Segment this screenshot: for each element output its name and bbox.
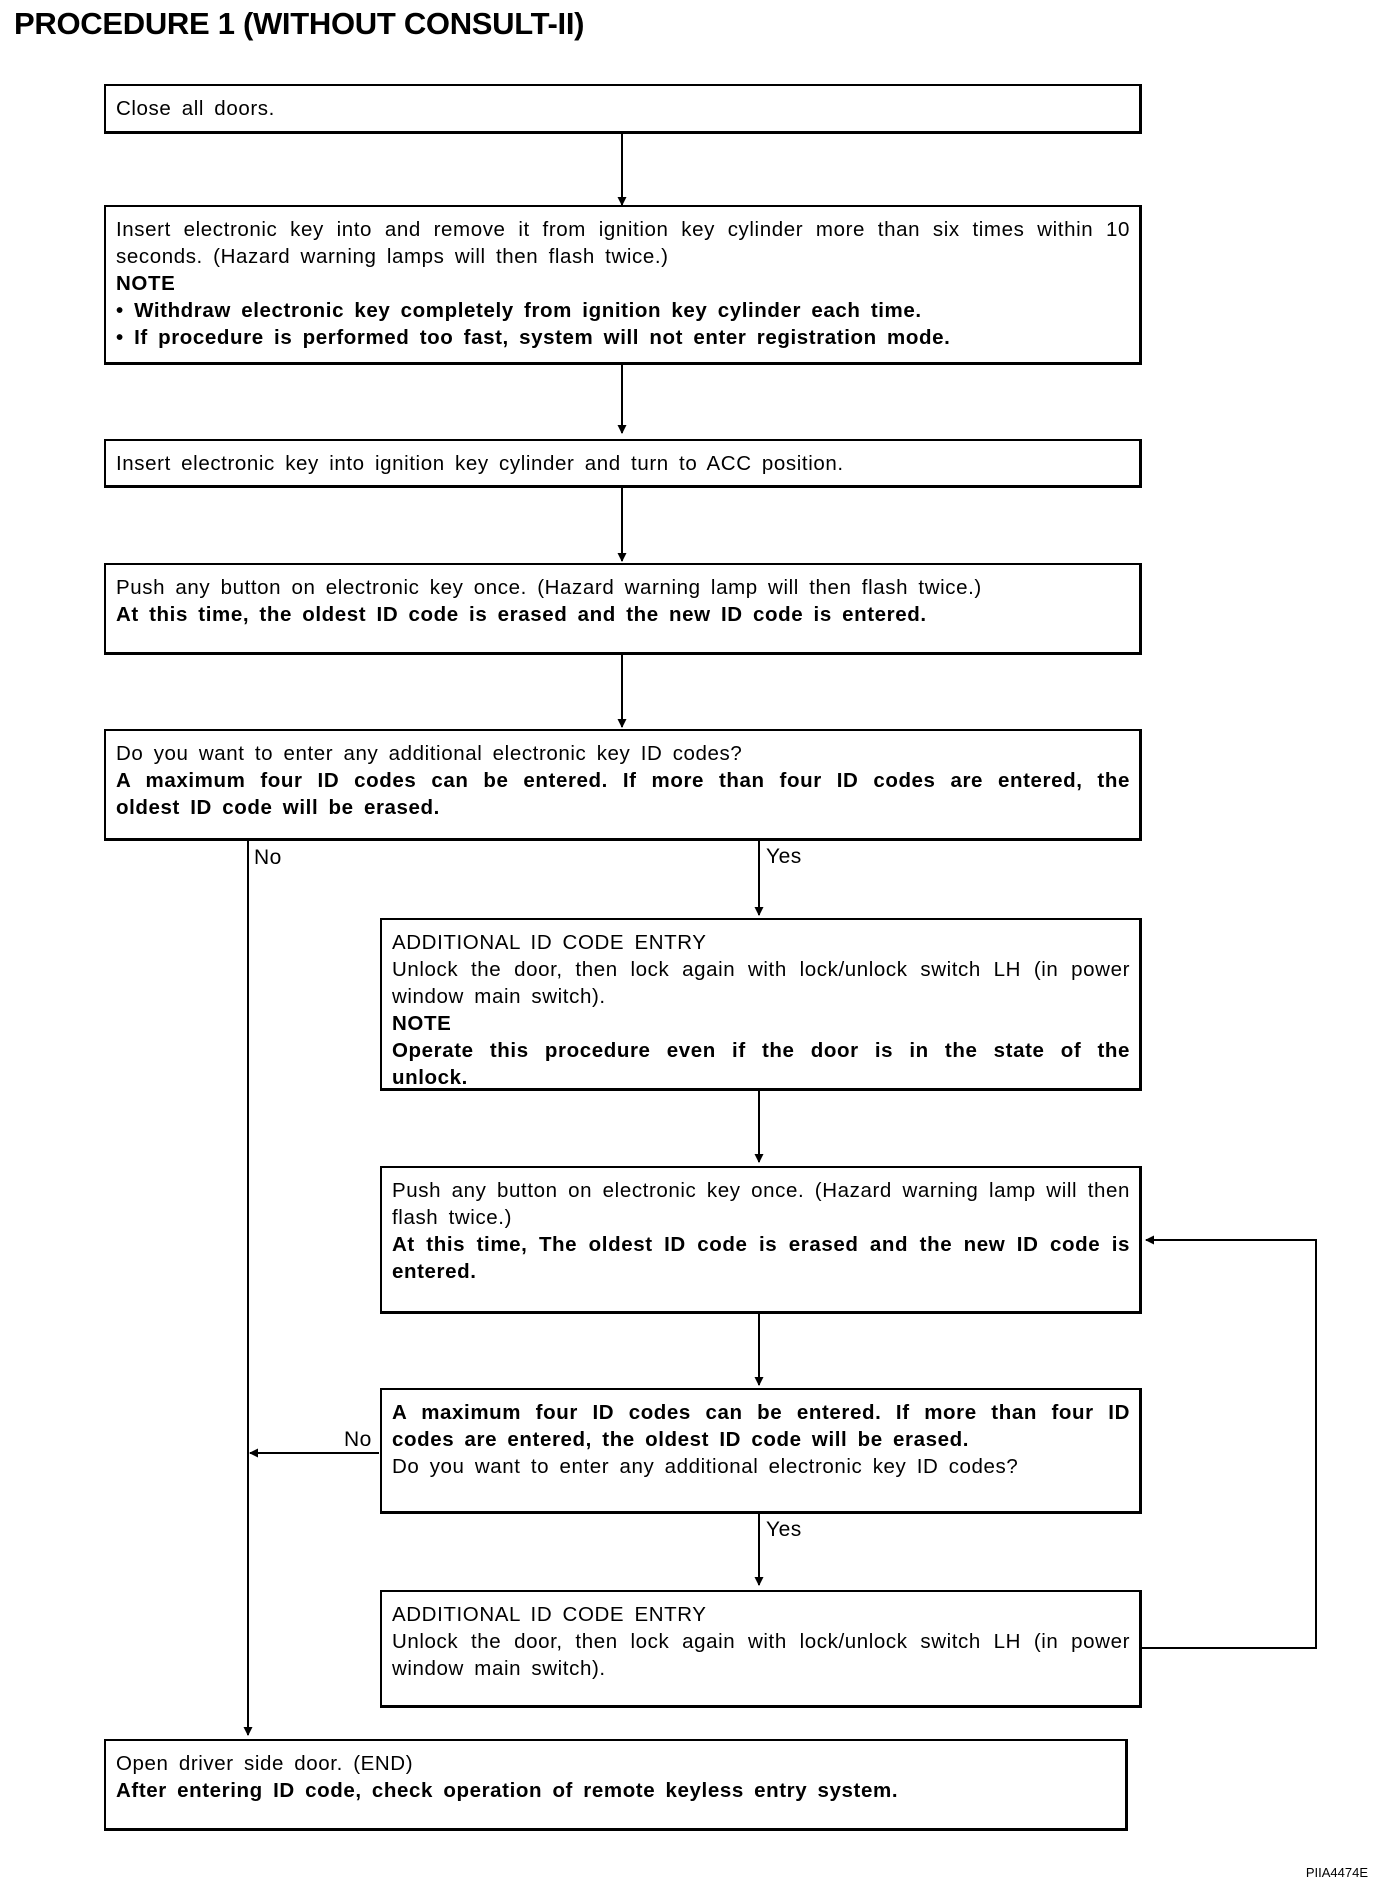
additional-entry-1-note-text: Operate this procedure even if the door … bbox=[392, 1039, 1130, 1089]
step-insert-remove-text: Insert electronic key into and remove it… bbox=[116, 218, 1130, 268]
additional-entry-1-text: Unlock the door, then lock again with lo… bbox=[392, 958, 1130, 1008]
note-label: NOTE bbox=[116, 272, 176, 295]
step-push-button-2-text: Push any button on electronic key once. … bbox=[392, 1179, 1130, 1229]
step-push-button-2-result: At this time, The oldest ID code is eras… bbox=[392, 1233, 1130, 1283]
additional-entry-2-heading: ADDITIONAL ID CODE ENTRY bbox=[392, 1603, 707, 1626]
decision-1-note: A maximum four ID codes can be entered. … bbox=[116, 769, 1130, 819]
step-additional-entry-2: ADDITIONAL ID CODE ENTRY Unlock the door… bbox=[380, 1590, 1142, 1708]
decision-additional-codes-1: Do you want to enter any additional elec… bbox=[104, 729, 1142, 841]
step-close-doors-text: Close all doors. bbox=[116, 97, 275, 120]
step-end-note: After entering ID code, check operation … bbox=[116, 1779, 899, 1802]
step-push-button-2: Push any button on electronic key once. … bbox=[380, 1166, 1142, 1314]
figure-reference: PIIA4474E bbox=[1305, 1865, 1368, 1880]
label-no-2: No bbox=[344, 1428, 372, 1451]
page-title: PROCEDURE 1 (WITHOUT CONSULT-II) bbox=[14, 6, 585, 41]
step-push-button-1-result: At this time, the oldest ID code is eras… bbox=[116, 603, 927, 626]
step-additional-entry-1: ADDITIONAL ID CODE ENTRY Unlock the door… bbox=[380, 918, 1142, 1091]
note-bullet-1: • Withdraw electronic key completely fro… bbox=[116, 299, 922, 322]
additional-entry-2-text: Unlock the door, then lock again with lo… bbox=[392, 1630, 1130, 1680]
step-close-doors: Close all doors. bbox=[104, 84, 1142, 134]
decision-2-question: Do you want to enter any additional elec… bbox=[392, 1455, 1019, 1478]
loop-back-line bbox=[1140, 1235, 1317, 1649]
additional-entry-1-note-label: NOTE bbox=[392, 1012, 452, 1035]
decision-2-note: A maximum four ID codes can be entered. … bbox=[392, 1401, 1130, 1451]
step-end-text: Open driver side door. (END) bbox=[116, 1752, 414, 1775]
decision-additional-codes-2: A maximum four ID codes can be entered. … bbox=[380, 1388, 1142, 1514]
step-insert-remove: Insert electronic key into and remove it… bbox=[104, 205, 1142, 365]
step-push-button-1: Push any button on electronic key once. … bbox=[104, 563, 1142, 655]
label-yes-1: Yes bbox=[766, 845, 802, 868]
decision-1-question: Do you want to enter any additional elec… bbox=[116, 742, 743, 765]
label-yes-2: Yes bbox=[766, 1518, 802, 1541]
note-bullet-2: • If procedure is performed too fast, sy… bbox=[116, 326, 951, 349]
step-push-button-1-text: Push any button on electronic key once. … bbox=[116, 576, 982, 599]
label-no-1: No bbox=[254, 846, 282, 869]
step-end: Open driver side door. (END) After enter… bbox=[104, 1739, 1128, 1831]
additional-entry-1-heading: ADDITIONAL ID CODE ENTRY bbox=[392, 931, 707, 954]
step-insert-acc-text: Insert electronic key into ignition key … bbox=[116, 452, 844, 475]
step-insert-acc: Insert electronic key into ignition key … bbox=[104, 439, 1142, 488]
